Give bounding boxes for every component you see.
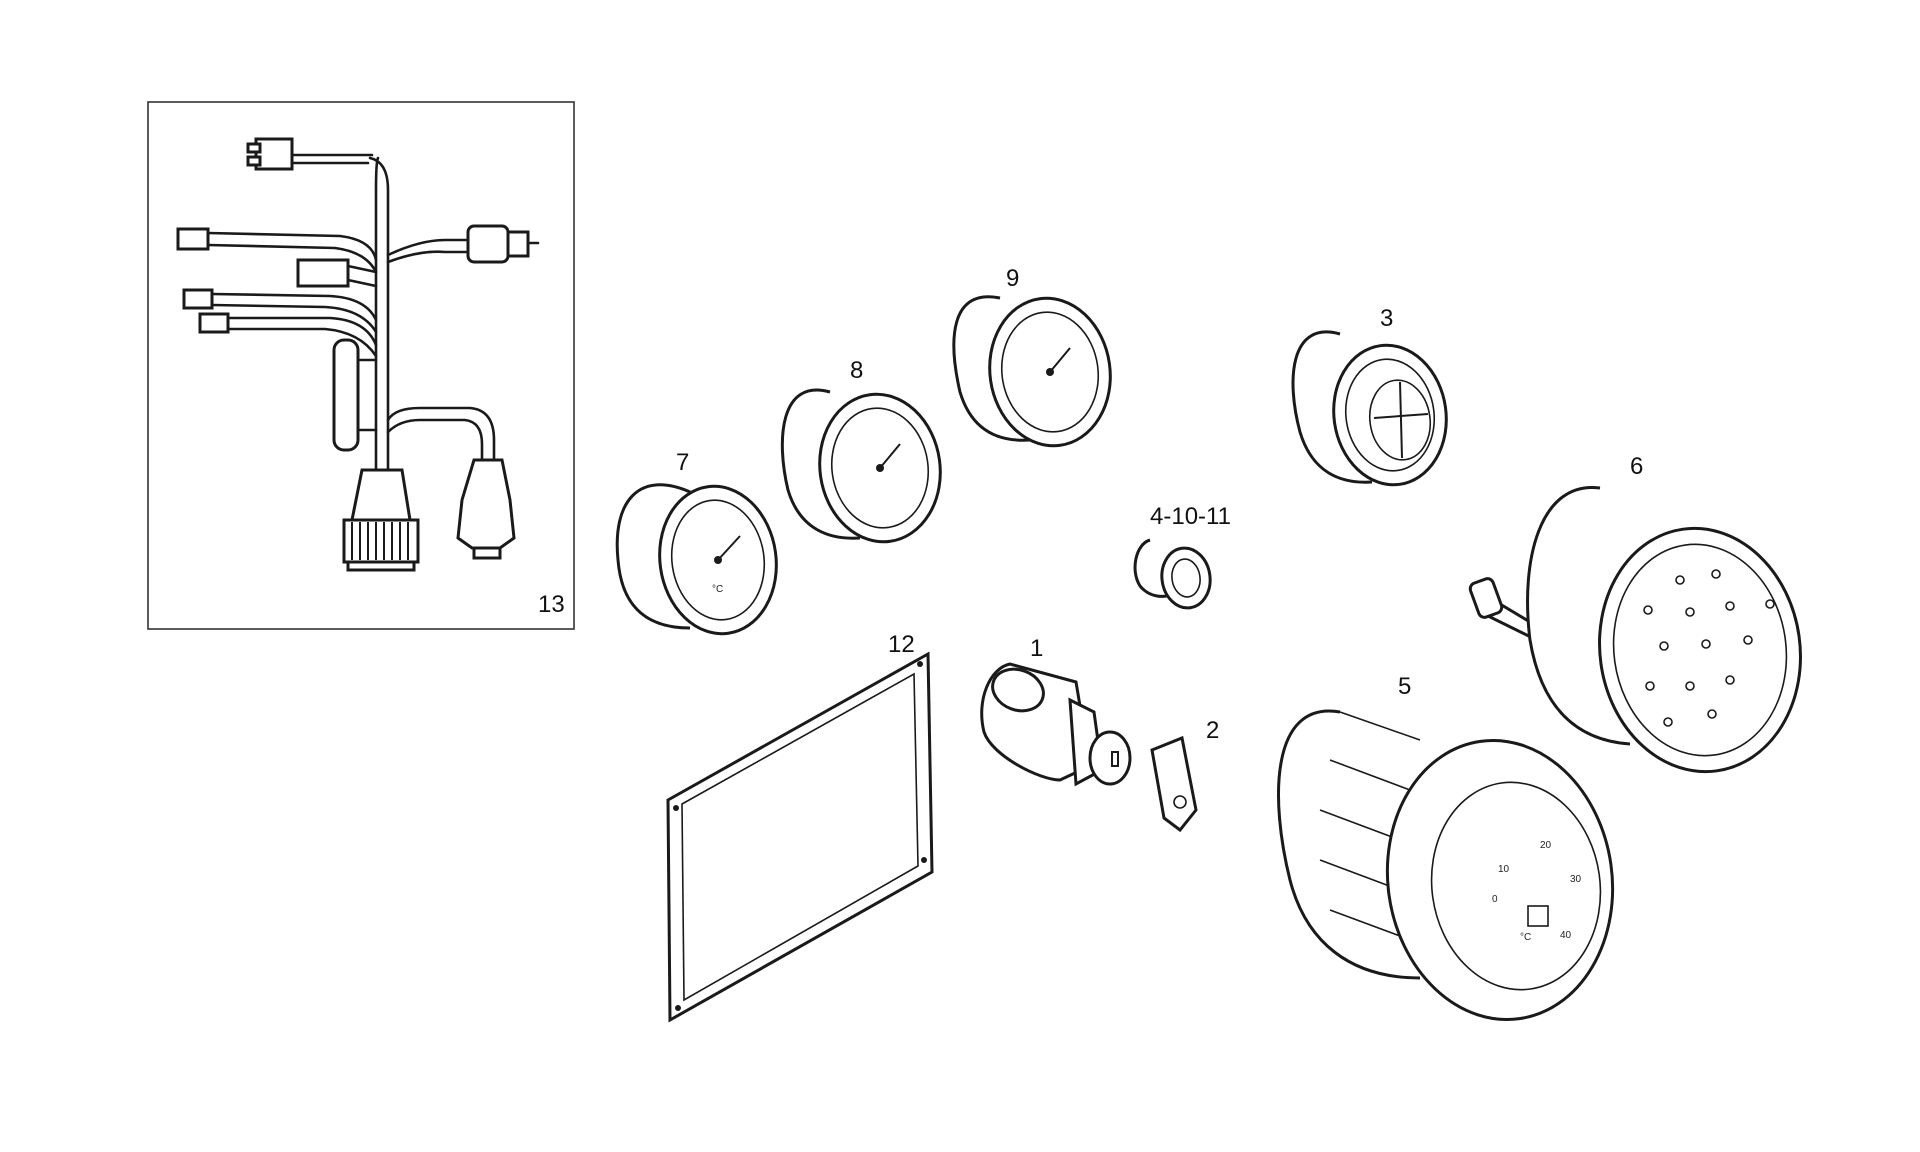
gauge-5-num-0: 0 [1492,894,1498,905]
gauge-5-num-30: 30 [1570,874,1582,885]
callout-8: 8 [850,357,863,384]
part-1-sensor: 1 [980,635,1132,787]
gauge-6: 6 [1468,453,1802,774]
gauge-5-num-40: 40 [1560,930,1572,941]
gauge-8: 8 [780,357,942,544]
gauge-5-num-10: 10 [1498,864,1510,875]
gauge-5-num-20: 20 [1540,840,1552,851]
callout-4-10-11: 4-10-11 [1150,503,1231,530]
part-12-gasket: 12 [666,631,934,1023]
callout-5: 5 [1398,673,1411,700]
callout-13: 13 [538,591,565,618]
wiring-harness-inset: 13 [147,101,575,630]
callout-12: 12 [888,631,915,658]
callout-3: 3 [1380,305,1393,332]
callout-2: 2 [1206,717,1219,744]
gauge-5: 0 10 20 30 40 °C 5 [1277,673,1615,1022]
gauge-7-unit: °C [712,584,723,595]
gauge-9: 9 [952,265,1112,448]
gauge-7: °C 7 [615,449,778,636]
callout-7: 7 [676,449,689,476]
gauge-5-unit: °C [1520,932,1531,943]
part-3-sensor: 3 [1291,305,1448,487]
callout-1: 1 [1030,635,1043,662]
part-4-fitting: 4-10-11 [1133,503,1231,610]
part-2-clip: 2 [1150,717,1219,833]
callout-9: 9 [1006,265,1019,292]
callout-6: 6 [1630,453,1643,480]
